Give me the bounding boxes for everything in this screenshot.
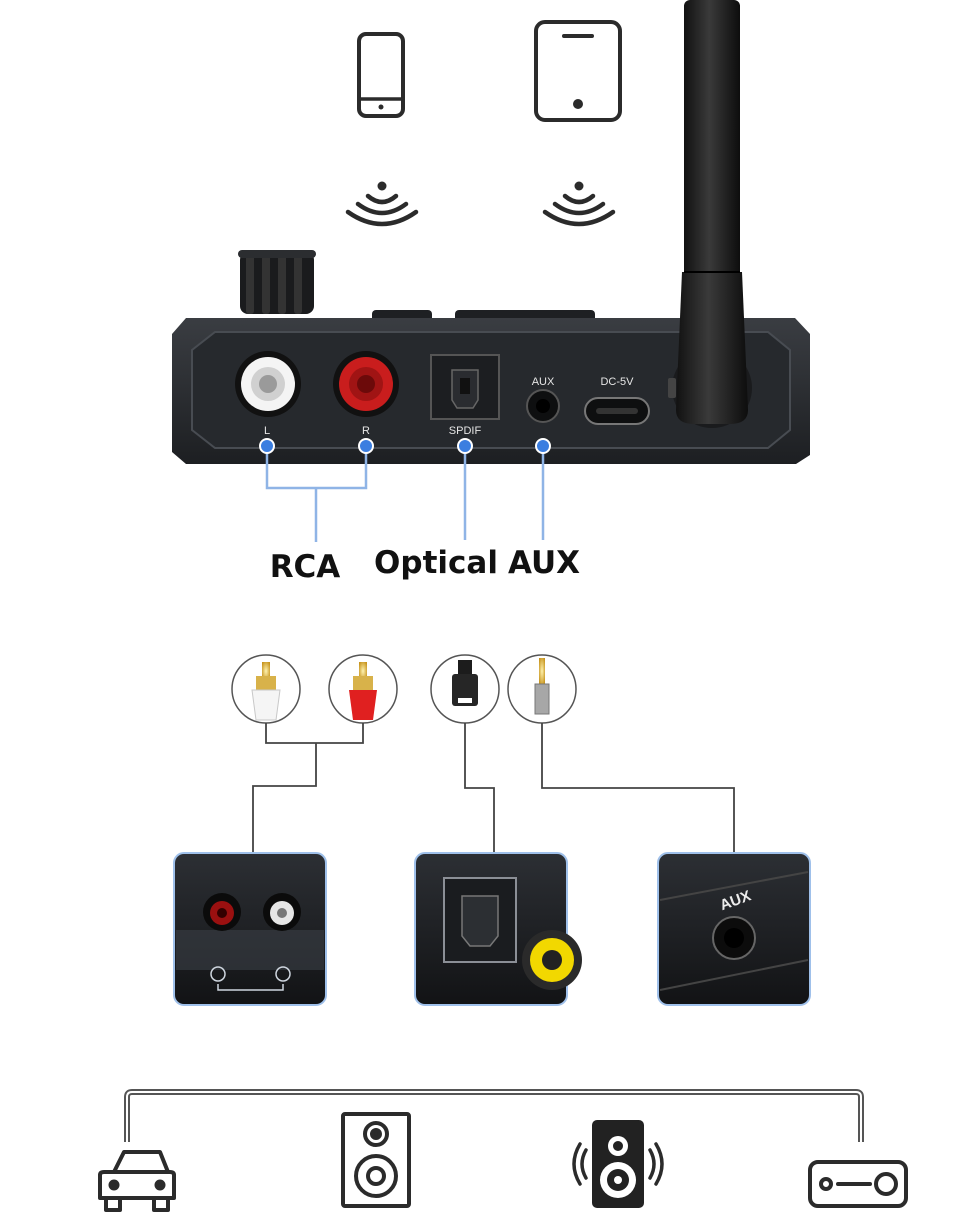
port-label-spdif: SPDIF (449, 425, 482, 437)
rca-right-port[interactable] (333, 351, 399, 417)
wireless-signal-icon (542, 181, 616, 227)
aux-plug-icon (507, 654, 577, 724)
callout-lines (265, 446, 545, 542)
speaker-icon (341, 1112, 411, 1208)
callout-label-aux: AUX (508, 545, 580, 581)
connector-lines (252, 723, 735, 854)
port-label-aux: AUX (532, 376, 555, 388)
subwoofer-icon (572, 1120, 664, 1208)
antenna (676, 0, 748, 424)
aux-input-panel: AUX (657, 852, 811, 1006)
transmitter-device: L R SPDIF AUX DC-5V (172, 250, 810, 464)
port-label-r: R (362, 425, 370, 437)
callout-label-optical: Optical (374, 545, 498, 581)
optical-plug-icon (430, 654, 500, 724)
usb-c-power-port[interactable] (584, 397, 650, 425)
amplifier-icon (808, 1160, 908, 1208)
rca-white-plug-icon (231, 654, 301, 724)
callout-label-rca: RCA (270, 549, 341, 585)
optical-input-panel (414, 852, 582, 1006)
output-bus (124, 1089, 864, 1142)
port-label-dc5v: DC-5V (600, 376, 634, 388)
smartphone-icon (357, 32, 405, 118)
car-icon (98, 1150, 176, 1212)
callout-dots (259, 438, 551, 454)
rca-red-plug-icon (328, 654, 398, 724)
aux-port[interactable] (526, 389, 560, 423)
rca-input-panel (173, 852, 327, 1006)
wireless-signal-icon (345, 181, 419, 227)
tablet-icon (534, 20, 622, 122)
port-label-l: L (264, 425, 270, 437)
optical-port[interactable] (430, 354, 500, 420)
rca-left-port[interactable] (235, 351, 301, 417)
output-bus-inner (126, 1091, 862, 1142)
volume-knob[interactable] (238, 250, 316, 314)
